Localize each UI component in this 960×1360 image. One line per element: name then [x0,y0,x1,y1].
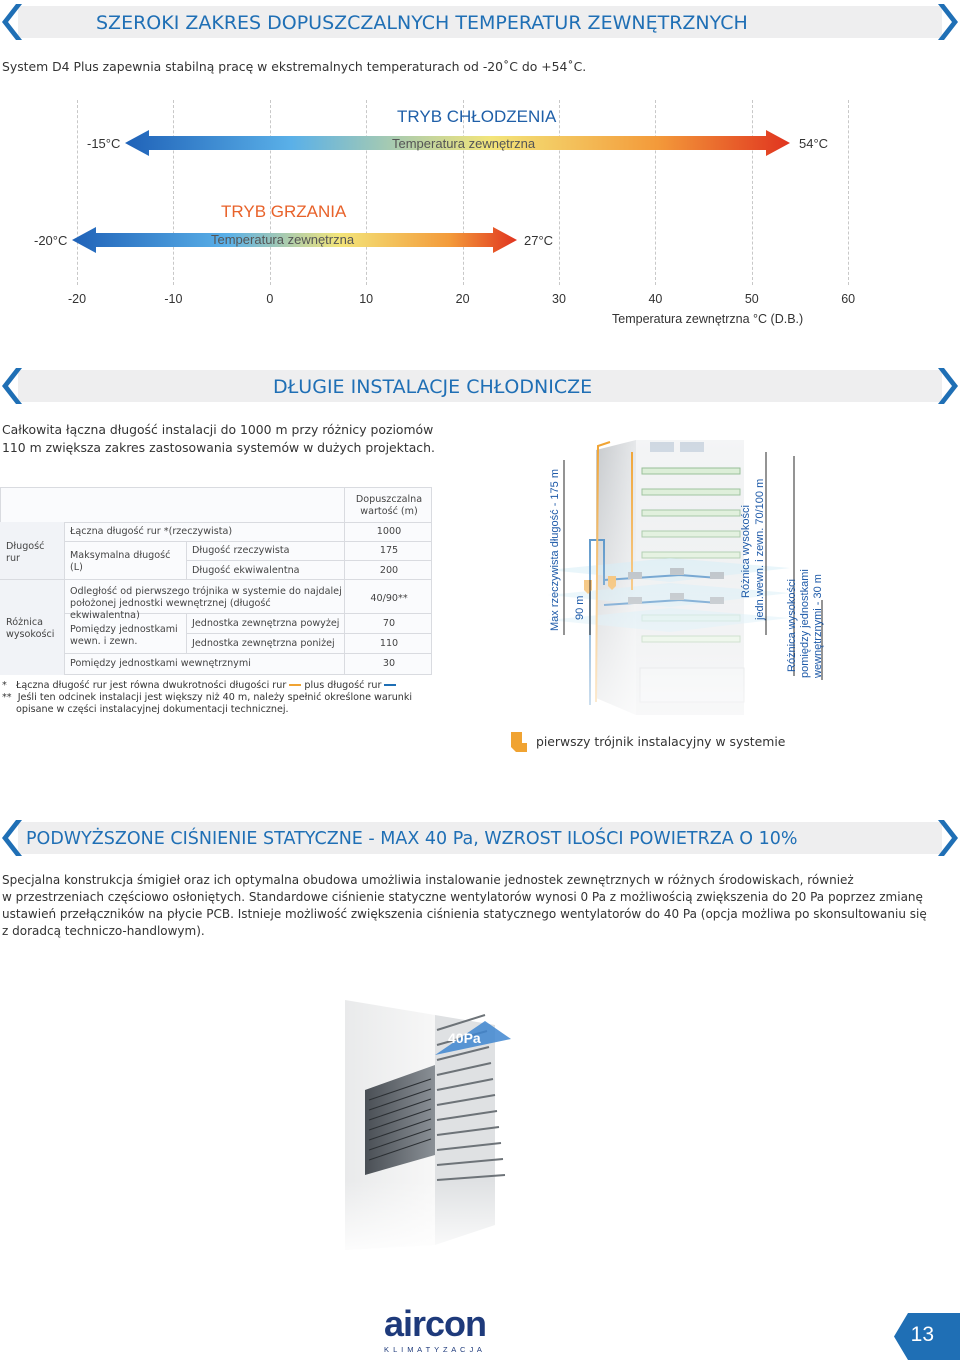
table-max-label: Maksymalna długość (L) [70,550,171,573]
building-height-in-3: wewnętrznymi - 30 m [812,574,824,678]
chevron-left-icon [886,1313,908,1360]
axis-tick-label: 40 [648,292,663,306]
heating-min: -20°C [34,233,68,248]
axis-tick-label: 30 [552,292,566,306]
table-between-io-label: Pomiędzy jednostkami wewn. i zewn. [70,624,178,647]
grid-line [77,100,78,285]
chevron-right-icon [938,4,958,40]
section1-header: SZEROKI ZAKRES DOPUSZCZALNYCH TEMPERATUR… [0,2,960,42]
section1-intro: System D4 Plus zapewnia stabilną pracę w… [2,59,587,74]
building-height-in-2: pomiędzy jednostkami [799,569,811,678]
axis-tick-label: 0 [266,292,274,306]
note-2-cont: opisane w części instalacyjnej dokumenta… [16,704,289,715]
section3-header: PODWYŻSZONE CIŚNIENIE STATYCZNE - MAX 40… [0,818,960,858]
cooling-range-arrow [125,130,790,156]
pressure-badge: 40Pa [448,1030,481,1046]
table-header-value: Dopuszczalna wartość (m) [355,494,423,517]
axis-label: Temperatura zewnętrzna °C (D.B.) [612,312,804,326]
building-max-length: Max rzeczywista długość - 175 m [549,469,561,631]
axis-tick-label: 20 [455,292,470,306]
section2-intro-line1: Całkowita łączna długość instalacji do 1… [2,422,434,437]
heating-title: TRYB GRZANIA [221,202,347,221]
table-indoor-label: Pomiędzy jednostkami wewnętrznymi [70,658,251,669]
axis-tick-label: 50 [744,292,759,306]
table-branch-label: Odległość od pierwszego trójnika w syste… [70,586,342,621]
orange-pipe-swatch [289,684,302,686]
aircon-logo: aircon K L I M A T Y Z A C J A [384,1303,508,1355]
table-above-label: Jednostka zewnętrzna powyżej [192,618,340,629]
grid-line [559,100,560,285]
page-number-box: 13 [886,1313,960,1360]
note-2: ** Jeśli ten odcinek instalacji jest wię… [2,692,413,703]
cooling-label: Temperatura zewnętrzna [392,136,536,151]
page-number: 13 [910,1323,934,1346]
building-height-in-1: Różnica wysokości [786,579,798,672]
pipe-limits-table: Dopuszczalna wartość (m) Długość rur Róż… [0,487,432,675]
axis-tick-label: -10 [164,292,183,306]
outdoor-unit-illustration [335,995,625,1260]
section3-line4: z doradcą techniczo-handlowym). [2,924,205,938]
section3-line2: w przestrzeniach częściowo osłoniętych. … [2,890,923,904]
table-total-label: Łączna długość rur *(rzeczywista) [70,526,233,537]
table-above-value: 70 [382,618,396,629]
table-equiv-value: 200 [379,565,399,576]
chevron-left-icon [2,4,22,40]
grid-line [269,100,271,285]
blue-pipe-swatch [384,684,397,686]
chevron-right-icon [938,368,958,404]
table-branch-value: 40/90** [370,593,408,604]
grid-line [173,100,175,285]
section3-line1: Specjalna konstrukcja śmigieł oraz ich o… [2,873,854,887]
grid-line [366,100,368,285]
note-1: * Łączna długość rur jest równa dwukrotn… [2,680,397,692]
table-indoor-value: 30 [382,658,396,669]
table-group-pipe-length: Długość rur [6,541,45,564]
section3-line3: ustawień przełączników na płycie PCB. Is… [2,907,927,921]
axis-tick-label: -20 [67,292,87,306]
heating-range-arrow [72,227,517,253]
grid-line [462,100,464,285]
logo-subtitle: K L I M A T Y Z A C J A [384,1345,483,1354]
table-actual-label: Długość rzeczywista [192,545,290,556]
table-actual-value: 175 [379,545,399,556]
cooling-max: 54°C [799,136,829,151]
table-total-value: 1000 [376,526,402,537]
grid-line [848,100,850,285]
grid-line [751,100,753,285]
section2-title: DŁUGIE INSTALACJE CHŁODNICZE [273,376,593,398]
building-height-io-1: Różnica wysokości [740,505,752,598]
section1-title: SZEROKI ZAKRES DOPUSZCZALNYCH TEMPERATUR… [96,12,748,34]
table-below-value: 110 [379,638,399,649]
cooling-min: -15°C [87,136,121,151]
building-illustration [540,440,850,730]
chevron-left-icon [2,820,22,856]
building-height-io-2: jedn.wewn. i zewn. 70/100 m [754,478,766,620]
section2-header: DŁUGIE INSTALACJE CHŁODNICZE [0,366,960,406]
table-group-height-difference: Różnica wysokości [6,617,55,640]
first-branch-legend: pierwszy trójnik instalacyjny w systemie [536,734,786,749]
chevron-left-icon [2,368,22,404]
section2-intro-line2: 110 m zwiększa zakres zastosowania syste… [2,440,435,455]
grid-line [655,100,657,285]
heating-label: Temperatura zewnętrzna [211,232,355,247]
heating-max: 27°C [524,233,554,248]
axis-tick-label: 60 [841,292,856,306]
logo-text: aircon [384,1303,487,1344]
table-equiv-label: Długość ekwiwalentna [192,565,300,576]
chevron-right-icon [938,820,958,856]
building-len-90: 90 m [574,595,586,620]
table-below-label: Jednostka zewnętrzna poniżej [192,638,335,649]
cooling-title: TRYB CHŁODZENIA [397,107,557,126]
axis-tick-label: 10 [359,292,374,306]
first-branch-icon [511,732,527,752]
section3-title: PODWYŻSZONE CIŚNIENIE STATYCZNE - MAX 40… [26,829,798,849]
